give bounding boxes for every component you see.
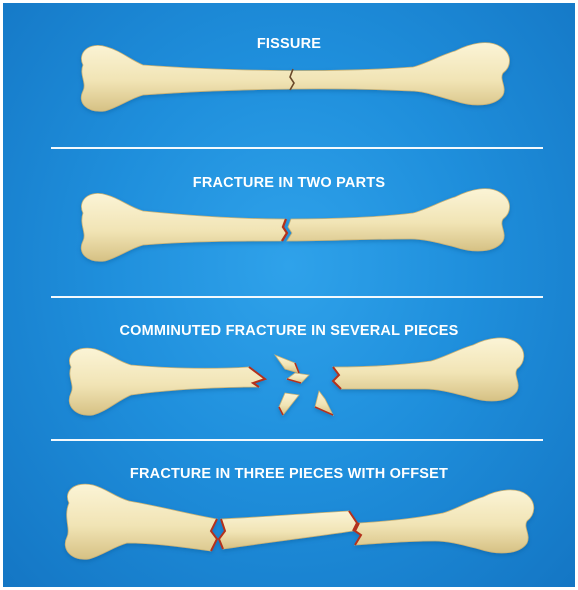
bone-comminuted [69,338,524,415]
bone-two-parts [81,189,509,262]
bone-three-pieces-offset [65,484,534,559]
infographic-panel: FISSURE FRACTURE IN TWO PARTS COMMINUTED… [3,3,575,587]
bone-fissure [81,43,509,112]
bone-illustrations [3,3,575,587]
